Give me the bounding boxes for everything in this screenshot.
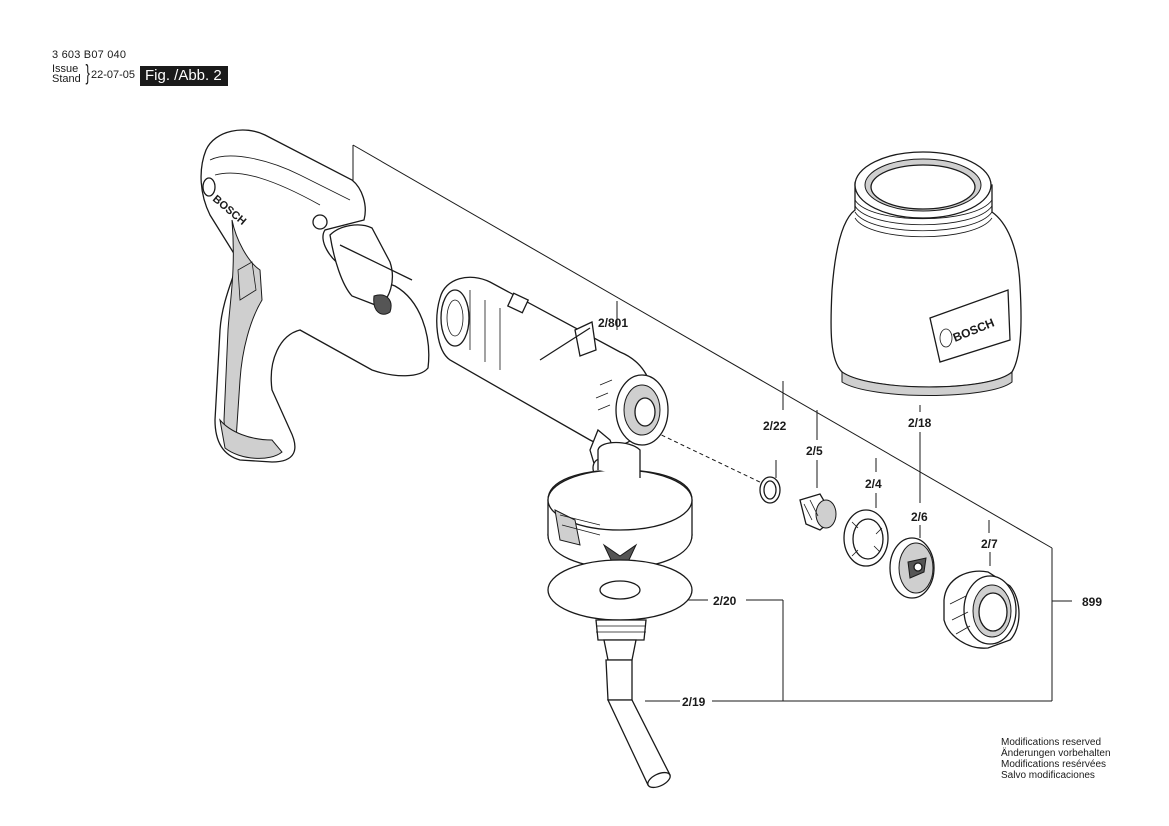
issue-date: 22-07-05 [91, 69, 136, 81]
callout-2-4: 2/4 [865, 477, 882, 491]
paint-container-lid [547, 441, 693, 621]
air-cap-2-6 [889, 537, 935, 599]
callout-2-801: 2/801 [598, 316, 628, 330]
document-number: 3 603 B07 040 [52, 49, 127, 61]
note-en: Modifications reserved [1001, 737, 1102, 748]
issue-stand-labels: Issue Stand [52, 63, 81, 85]
note-fr: Modifications resérvées [1001, 759, 1107, 770]
callout-2-7: 2/7 [981, 537, 998, 551]
nozzle-ring-2-4 [843, 509, 889, 567]
figure-label: Fig. /Abb. 2 [140, 66, 228, 86]
modifications-notice: Modifications reserved Änderungen vorbeh… [1001, 737, 1111, 781]
callout-2-19: 2/19 [682, 695, 706, 709]
assembly-lines [352, 144, 1072, 702]
o-ring-2-22 [759, 476, 781, 504]
issue-brace: } [85, 60, 90, 85]
stand-label: Stand [52, 73, 81, 85]
suction-tube-2-19 [595, 619, 671, 789]
callout-2-6: 2/6 [911, 510, 928, 524]
callout-2-20: 2/20 [713, 594, 737, 608]
spray-gun-handle: BOSCH [200, 129, 430, 463]
union-nut-2-7 [943, 570, 1020, 649]
note-de: Änderungen vorbehalten [1001, 748, 1111, 759]
callout-labels: 2/801 2/22 2/5 2/18 2/4 2/6 2/7 2/20 2/1… [598, 316, 1102, 709]
issue-label: Issue [52, 63, 79, 75]
paint-container-2-18: BOSCH [830, 151, 1022, 396]
callout-2-18: 2/18 [908, 416, 932, 430]
callout-2-22: 2/22 [763, 419, 787, 433]
callout-2-5: 2/5 [806, 444, 823, 458]
nozzle-valve-2-5 [799, 493, 837, 531]
note-es: Salvo modificaciones [1001, 770, 1095, 781]
callout-899: 899 [1082, 595, 1102, 609]
